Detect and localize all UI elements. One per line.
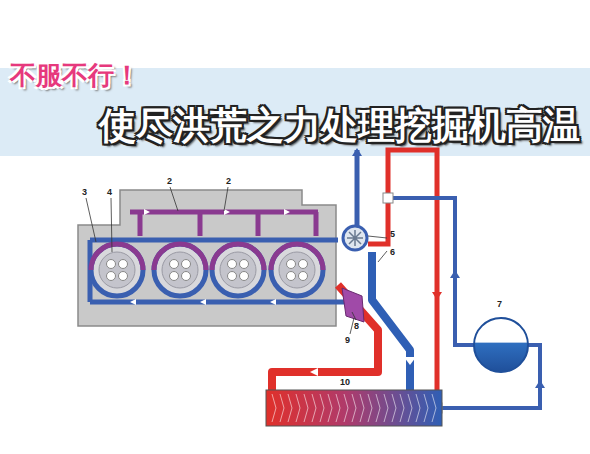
valve [240, 260, 249, 269]
combustion-chamber [220, 252, 256, 288]
flow-arrow [310, 368, 318, 376]
cylinder-bore [154, 244, 206, 296]
combustion-chamber [99, 252, 135, 288]
callout-number: 5 [390, 230, 395, 239]
flow-arrows [130, 299, 276, 305]
valve [170, 272, 179, 281]
cylinder [154, 244, 206, 296]
upper-hose [272, 285, 378, 392]
flow-arrow [352, 148, 362, 156]
flow-arrow [535, 380, 545, 388]
valve [107, 260, 116, 269]
valve [299, 260, 308, 269]
callout-number: 2 [167, 177, 172, 186]
cylinder-bore [91, 244, 143, 296]
cylinder [212, 244, 264, 296]
callout-number: 4 [107, 188, 112, 197]
valve [287, 272, 296, 281]
valve [119, 272, 128, 281]
slogan: 不服不行！ [10, 62, 140, 88]
valve [228, 260, 237, 269]
combustion-chamber [279, 252, 315, 288]
callout-number: 8 [354, 322, 359, 331]
cylinders [91, 244, 323, 296]
combustion-chamber [162, 252, 198, 288]
junction [383, 193, 393, 203]
lower-hose [372, 252, 410, 392]
expansion-tank [474, 318, 528, 372]
valve [107, 272, 116, 281]
valve [299, 272, 308, 281]
headline: 使尽洪荒之力处理挖掘机高温 [99, 107, 580, 144]
radiator-fins [272, 394, 436, 422]
flow-arrow [404, 357, 416, 365]
flow-arrow [450, 270, 460, 278]
engine-block [78, 190, 336, 326]
callout-number: 3 [82, 188, 87, 197]
valve [182, 260, 191, 269]
blue-pipe [355, 150, 360, 226]
cylinder-bore [212, 244, 264, 296]
cylinder-bore [271, 244, 323, 296]
cylinder [271, 244, 323, 296]
tank-vent-pipe [388, 198, 474, 345]
valve [228, 272, 237, 281]
callout-number: 6 [390, 248, 395, 257]
head-gallery [130, 212, 318, 236]
thermostat [342, 288, 364, 322]
valve [287, 260, 296, 269]
flow-arrows [144, 209, 290, 215]
callout-number: 10 [340, 378, 350, 387]
callout-number: 2 [226, 177, 231, 186]
callout-number: 7 [497, 300, 502, 309]
valve [170, 260, 179, 269]
water-pump [343, 226, 367, 250]
block-passage [90, 240, 345, 302]
leader-lines [86, 187, 387, 334]
callout-number: 9 [345, 336, 350, 345]
valve [119, 260, 128, 269]
valve [182, 272, 191, 281]
radiator [266, 390, 442, 426]
pump-impeller [347, 230, 363, 246]
valve [240, 272, 249, 281]
flow-arrow [432, 292, 442, 300]
cylinder [91, 244, 143, 296]
